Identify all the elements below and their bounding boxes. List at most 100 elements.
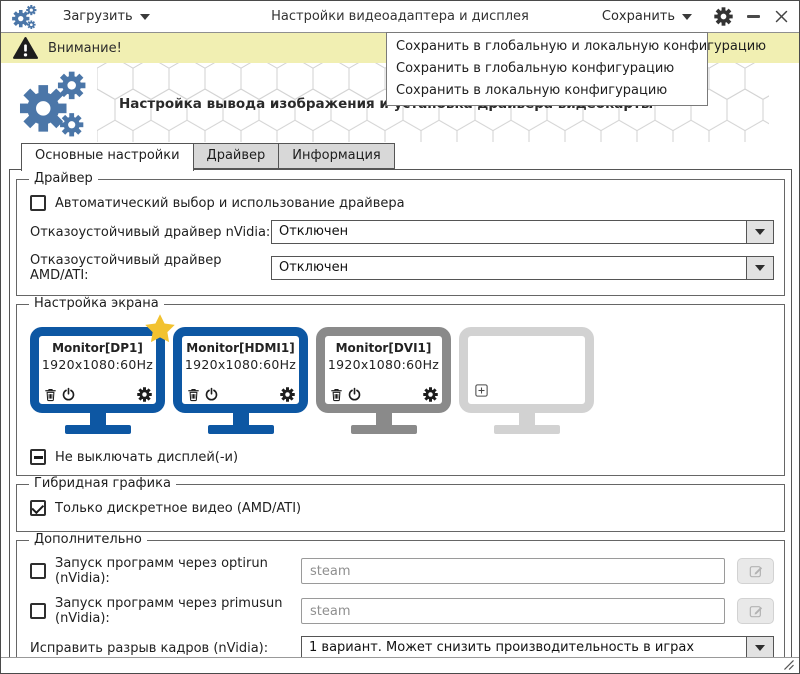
auto-driver-label: Автоматический выбор и использование дра… (55, 195, 405, 211)
load-button-label: Загрузить (63, 9, 133, 24)
discrete-only-row: Только дискретное видео (AMD/ATI) (30, 500, 774, 516)
delete-monitor-icon[interactable] (186, 387, 201, 402)
monitor-screen[interactable]: Monitor[DVI1] 1920x1080:60Hz (316, 327, 451, 413)
optirun-checkbox[interactable] (30, 563, 46, 579)
group-hybrid-legend: Гибридная графика (29, 476, 176, 491)
monitor-base (207, 425, 274, 434)
gears-logo-icon (14, 69, 90, 139)
monitor-settings-gear-icon[interactable] (280, 387, 295, 402)
amd-failsafe-row: Отказоустойчивый драйвер AMD/ATI: Отключ… (30, 253, 774, 283)
monitor-stand (89, 413, 106, 425)
monitor-card-hdmi1: Monitor[HDMI1] 1920x1080:60Hz (173, 327, 308, 434)
minimize-button[interactable] (747, 15, 760, 18)
nvidia-failsafe-label: Отказоустойчивый драйвер nVidia: (30, 224, 271, 240)
frame-tear-select[interactable]: 1 вариант. Может снизить производительно… (301, 636, 774, 660)
tab-content: Драйвер Автоматический выбор и использов… (9, 169, 792, 673)
group-driver-legend: Драйвер (29, 171, 98, 186)
monitor-screen[interactable]: Monitor[DP1] 1920x1080:60Hz (30, 327, 165, 413)
monitor-settings-gear-icon[interactable] (423, 387, 438, 402)
group-extra-legend: Дополнительно (29, 532, 147, 547)
primusun-label: Запуск программ через primusun (nVidia): (55, 596, 283, 626)
dropdown-arrow-button[interactable] (746, 637, 773, 659)
menu-item-save-global-and-local[interactable]: Сохранить в глобальную и локальную конфи… (396, 39, 767, 54)
amd-failsafe-label: Отказоустойчивый драйвер AMD/ATI: (30, 253, 222, 283)
group-screen: Настройка экрана Monitor[DP1] 1920x1080:… (16, 296, 785, 476)
auto-driver-checkbox[interactable] (30, 195, 46, 211)
delete-monitor-icon[interactable] (329, 387, 344, 402)
menu-item-save-local[interactable]: Сохранить в локальную конфигурацию (396, 83, 668, 98)
keep-display-label: Не выключать дисплей(-и) (55, 449, 239, 465)
delete-monitor-icon[interactable] (43, 387, 58, 402)
chevron-down-icon (755, 229, 765, 235)
nvidia-failsafe-row: Отказоустойчивый драйвер nVidia: Отключе… (30, 220, 774, 244)
warning-text: Внимание! (48, 40, 122, 56)
tab-main-settings[interactable]: Основные настройки (21, 143, 194, 171)
monitor-card-dvi1: Monitor[DVI1] 1920x1080:60Hz (316, 327, 451, 434)
add-monitor-icon[interactable] (474, 383, 489, 398)
monitor-stand (232, 413, 249, 425)
optirun-label: Запуск программ через optirun (nVidia): (55, 556, 268, 586)
monitor-stand (375, 413, 392, 425)
monitor-name: Monitor[DVI1] (335, 341, 432, 355)
primusun-edit-button[interactable] (737, 598, 774, 624)
monitor-resolution: 1920x1080:60Hz (184, 357, 297, 372)
monitor-screen[interactable] (459, 327, 594, 413)
primary-star-icon (145, 314, 175, 343)
monitor-resolution: 1920x1080:60Hz (327, 357, 440, 372)
menu-item-save-global[interactable]: Сохранить в глобальную конфигурацию (396, 61, 675, 76)
discrete-only-checkbox[interactable] (30, 500, 46, 516)
optirun-row: Запуск программ через optirun (nVidia): (30, 556, 774, 586)
keep-display-checkbox[interactable] (30, 449, 46, 465)
settings-gear-icon[interactable] (714, 7, 733, 26)
resize-grip[interactable] (782, 658, 795, 671)
dropdown-arrow-button[interactable] (746, 221, 773, 243)
save-button-label: Сохранить (601, 9, 675, 24)
tab-information[interactable]: Информация (279, 143, 395, 169)
monitor-screen[interactable]: Monitor[HDMI1] 1920x1080:60Hz (173, 327, 308, 413)
monitor-base (493, 425, 560, 434)
app-gears-icon (11, 4, 37, 30)
chevron-down-icon (755, 265, 765, 271)
power-monitor-icon[interactable] (347, 387, 362, 402)
keep-display-row: Не выключать дисплей(-и) (30, 449, 774, 465)
amd-failsafe-select[interactable]: Отключен (271, 256, 774, 280)
nvidia-failsafe-value: Отключен (279, 224, 349, 239)
save-dropdown-menu: Сохранить в глобальную и локальную конфи… (386, 32, 767, 106)
save-button[interactable]: Сохранить (594, 5, 700, 28)
monitor-settings-gear-icon[interactable] (137, 387, 152, 402)
chevron-down-icon (755, 645, 765, 651)
monitor-card-add-placeholder (459, 327, 594, 434)
load-button[interactable]: Загрузить (55, 5, 158, 28)
optirun-edit-button[interactable] (737, 558, 774, 584)
status-bar (1, 657, 799, 673)
edit-pencil-icon (749, 566, 763, 578)
tab-bar: Основные настройки Драйвер Информация (21, 143, 395, 171)
amd-failsafe-value: Отключен (279, 260, 349, 275)
edit-pencil-icon (749, 606, 763, 618)
primusun-checkbox[interactable] (30, 603, 46, 619)
group-hybrid: Гибридная графика Только дискретное виде… (16, 476, 785, 532)
auto-driver-row: Автоматический выбор и использование дра… (30, 195, 774, 211)
discrete-only-label: Только дискретное видео (AMD/ATI) (55, 500, 302, 516)
dropdown-arrow-button[interactable] (746, 257, 773, 279)
nvidia-failsafe-select[interactable]: Отключен (271, 220, 774, 244)
primusun-input[interactable] (301, 598, 725, 624)
optirun-input[interactable] (301, 558, 725, 584)
power-monitor-icon[interactable] (61, 387, 76, 402)
power-monitor-icon[interactable] (204, 387, 219, 402)
monitor-stand (518, 413, 535, 425)
monitor-card-dp1: Monitor[DP1] 1920x1080:60Hz (30, 314, 175, 434)
chevron-down-icon (139, 13, 150, 20)
group-extra: Дополнительно Запуск программ через opti… (16, 532, 785, 673)
primusun-row: Запуск программ через primusun (nVidia): (30, 596, 774, 626)
monitor-row: Monitor[DP1] 1920x1080:60Hz Monitor[HDMI… (30, 314, 774, 434)
monitor-base (350, 425, 417, 434)
close-button[interactable] (774, 9, 789, 24)
monitor-resolution: 1920x1080:60Hz (41, 357, 154, 372)
toolbar: Загрузить Настройки видеоадаптера и дисп… (1, 1, 799, 32)
warning-triangle-icon (13, 36, 38, 59)
tab-driver[interactable]: Драйвер (193, 143, 280, 169)
group-driver: Драйвер Автоматический выбор и использов… (16, 171, 785, 296)
frame-tear-row: Исправить разрыв кадров (nVidia): 1 вари… (30, 636, 774, 660)
